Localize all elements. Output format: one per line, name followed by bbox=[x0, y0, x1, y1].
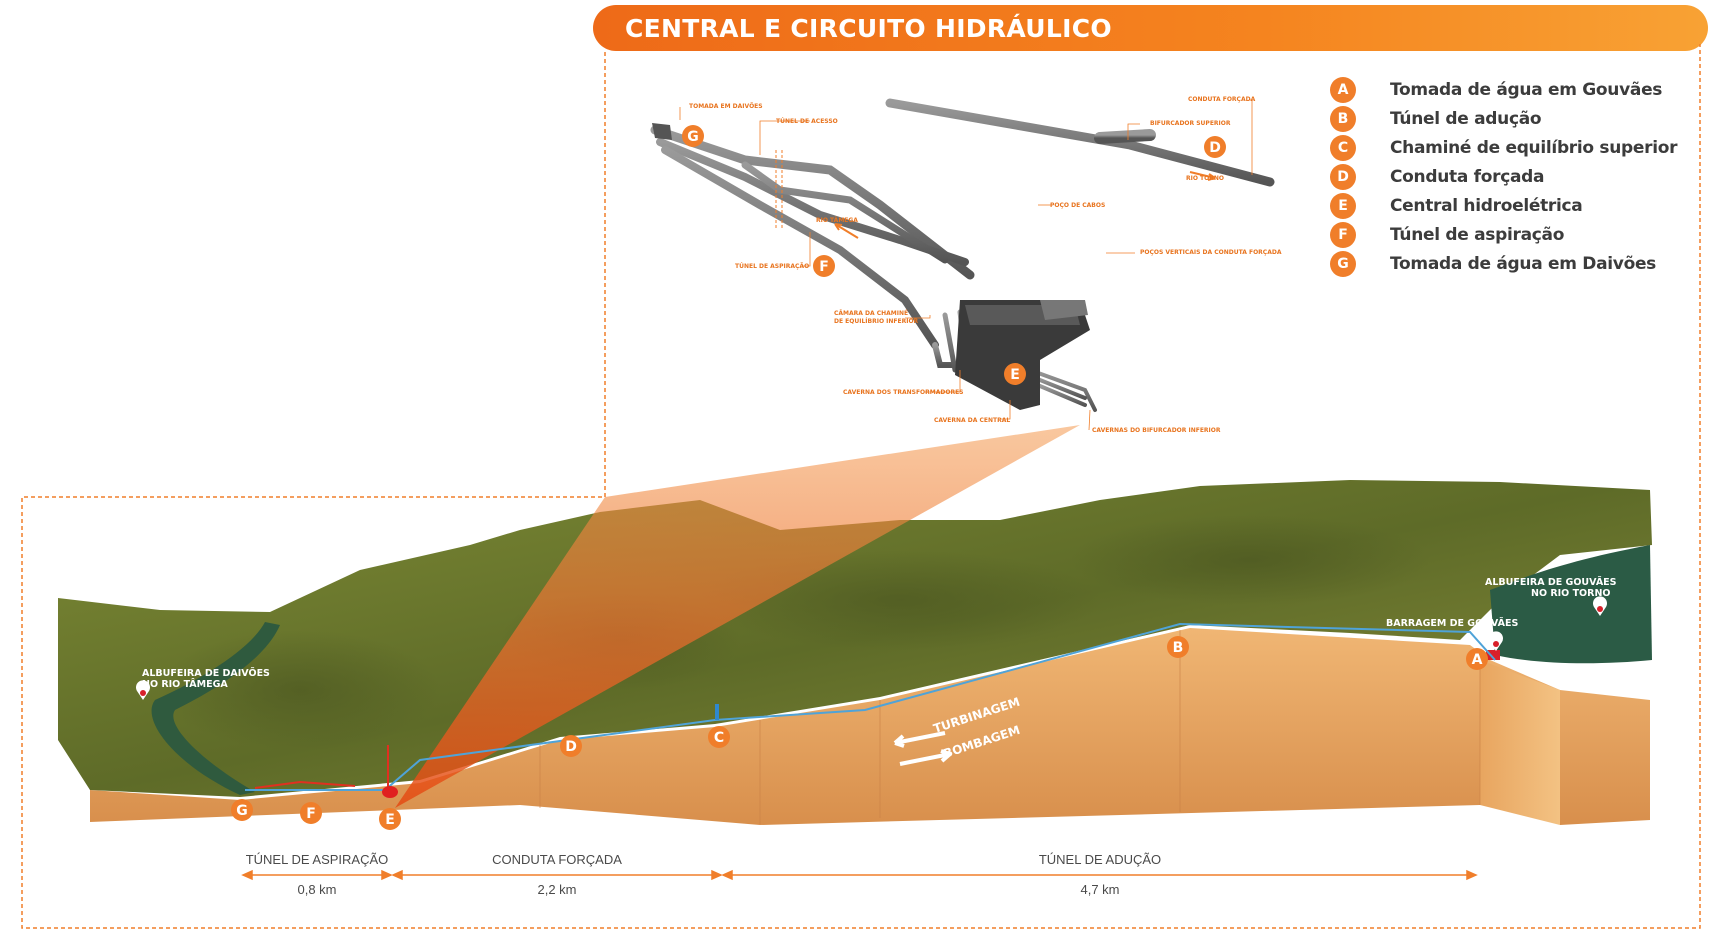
detail-badge-g: G bbox=[682, 125, 704, 147]
legend-badge-a: A bbox=[1330, 76, 1356, 103]
detail-frame bbox=[21, 44, 1701, 929]
terrain-badge-d: D bbox=[560, 735, 582, 757]
detail-label-bifurcador-inf: CAVERNAS DO BIFURCADOR INFERIOR bbox=[1092, 427, 1221, 434]
svg-text:D: D bbox=[1209, 140, 1221, 156]
detail-label-rio-tamega: RIO TÂMEGA bbox=[816, 217, 858, 224]
legend-label-g: Tomada de água em Daivões bbox=[1390, 253, 1656, 274]
detail-label-tomada: TOMADA EM DAIVÕES bbox=[689, 103, 763, 110]
legend-label-f: Túnel de aspiração bbox=[1390, 224, 1565, 245]
legend-badge-f: F bbox=[1330, 221, 1356, 248]
measure-name-aducao: TÚNEL DE ADUÇÃO bbox=[1039, 852, 1161, 867]
detail-label-bifurcador-sup: BIFURCADOR SUPERIOR bbox=[1150, 120, 1231, 127]
detail-label-tunel-aspiracao: TÚNEL DE ASPIRAÇÃO bbox=[735, 263, 809, 270]
svg-text:B: B bbox=[1173, 640, 1184, 656]
legend-label-b: Túnel de adução bbox=[1390, 108, 1542, 129]
page-title: CENTRAL E CIRCUITO HIDRÁULICO bbox=[625, 13, 1112, 43]
label-albufeira-daivoes-1: ALBUFEIRA DE DAIVÕES bbox=[142, 667, 270, 679]
measure-name-conduta: CONDUTA FORÇADA bbox=[492, 852, 622, 867]
svg-text:E: E bbox=[385, 812, 395, 828]
pin-gouvaes-reservoir bbox=[1593, 596, 1607, 616]
legend-label-e: Central hidroelétrica bbox=[1390, 195, 1583, 216]
title-bar: CENTRAL E CIRCUITO HIDRÁULICO bbox=[593, 5, 1708, 51]
powerhouse-marker bbox=[382, 786, 398, 798]
aspiration-tunnel-red bbox=[254, 780, 356, 789]
measurements: TÚNEL DE ASPIRAÇÃO 0,8 km CONDUTA FORÇAD… bbox=[241, 852, 1478, 897]
measure-distance-conduta: 2,2 km bbox=[537, 882, 576, 897]
legend-badge-b: B bbox=[1330, 105, 1356, 132]
legend-label-c: Chaminé de equilíbrio superior bbox=[1390, 137, 1678, 158]
measure-distance-aspiracao: 0,8 km bbox=[297, 882, 336, 897]
river-tamega bbox=[151, 622, 280, 795]
detail-badge-e: E bbox=[1004, 363, 1026, 385]
legend-badge-d: D bbox=[1330, 163, 1356, 190]
soil-face bbox=[90, 628, 1650, 825]
label-barragem-gouvaes: BARRAGEM DE GOUVÃES bbox=[1386, 618, 1518, 629]
svg-text:E: E bbox=[1010, 367, 1020, 383]
svg-text:C: C bbox=[714, 730, 724, 746]
detail-schematic: TOMADA EM DAIVÕES TÚNEL DE ACESSO CONDUT… bbox=[650, 88, 1282, 434]
terrain-badge-e: E bbox=[379, 808, 401, 830]
legend-item-b: B Túnel de adução bbox=[1330, 104, 1700, 133]
legend-badge-g: G bbox=[1330, 250, 1356, 277]
svg-text:A: A bbox=[1472, 652, 1483, 668]
terrain-badge-g: G bbox=[231, 799, 253, 821]
terrain-badge-a: A bbox=[1466, 648, 1488, 670]
legend-badge-c: C bbox=[1330, 134, 1356, 161]
detail-label-acesso: TÚNEL DE ACESSO bbox=[776, 118, 838, 125]
detail-label-camara-2: DE EQUILÍBRIO INFERIOR bbox=[834, 317, 919, 325]
terrain-badge-c: C bbox=[708, 726, 730, 748]
measure-distance-aducao: 4,7 km bbox=[1080, 882, 1119, 897]
legend-item-c: C Chaminé de equilíbrio superior bbox=[1330, 133, 1700, 162]
legend: A Tomada de água em Gouvães B Túnel de a… bbox=[1330, 75, 1700, 278]
label-albufeira-gouvaes-1: ALBUFEIRA DE GOUVÃES bbox=[1485, 577, 1617, 588]
legend-item-d: D Conduta forçada bbox=[1330, 162, 1700, 191]
terrain-badge-f: F bbox=[300, 802, 322, 824]
surge-chimney bbox=[715, 704, 719, 720]
measure-name-aspiracao: TÚNEL DE ASPIRAÇÃO bbox=[246, 852, 389, 867]
central-cavern bbox=[955, 300, 1090, 410]
detail-label-pocos-verticais: POÇOS VERTICAIS DA CONDUTA FORÇADA bbox=[1140, 249, 1282, 256]
legend-label-d: Conduta forçada bbox=[1390, 166, 1545, 187]
detail-badge-d: D bbox=[1204, 136, 1226, 158]
terrain-badge-b: B bbox=[1167, 636, 1189, 658]
svg-text:F: F bbox=[306, 806, 316, 822]
legend-item-a: A Tomada de água em Gouvães bbox=[1330, 75, 1700, 104]
label-albufeira-daivoes-2: NO RIO TÂMEGA bbox=[142, 678, 228, 690]
svg-text:G: G bbox=[687, 129, 699, 145]
detail-label-rio-torno: RIO TORNO bbox=[1186, 175, 1224, 182]
legend-badge-e: E bbox=[1330, 192, 1356, 219]
detail-label-poco-cabos: POÇO DE CABOS bbox=[1050, 202, 1105, 209]
legend-item-g: G Tomada de água em Daivões bbox=[1330, 249, 1700, 278]
legend-label-a: Tomada de água em Gouvães bbox=[1390, 79, 1663, 100]
legend-item-f: F Túnel de aspiração bbox=[1330, 220, 1700, 249]
zoom-beam bbox=[395, 425, 1080, 808]
detail-badge-f: F bbox=[813, 255, 835, 277]
detail-label-conduta: CONDUTA FORÇADA bbox=[1188, 96, 1256, 103]
svg-text:G: G bbox=[236, 803, 248, 819]
soil-step bbox=[1480, 660, 1560, 825]
label-albufeira-gouvaes-2: NO RIO TORNO bbox=[1531, 588, 1610, 599]
svg-text:F: F bbox=[819, 259, 829, 275]
detail-label-transformadores: CAVERNA DOS TRANSFORMADORES bbox=[843, 389, 964, 396]
detail-label-caverna-central: CAVERNA DA CENTRAL bbox=[934, 417, 1010, 424]
reservoir-gouvaes bbox=[1490, 545, 1652, 664]
legend-item-e: E Central hidroelétrica bbox=[1330, 191, 1700, 220]
pin-gouvaes-dam bbox=[1488, 631, 1503, 651]
detail-label-camara-1: CÂMARA DA CHAMINÉ bbox=[834, 309, 908, 317]
svg-text:D: D bbox=[565, 739, 577, 755]
pin-daivoes bbox=[136, 680, 150, 700]
dam-marker bbox=[1486, 650, 1500, 660]
